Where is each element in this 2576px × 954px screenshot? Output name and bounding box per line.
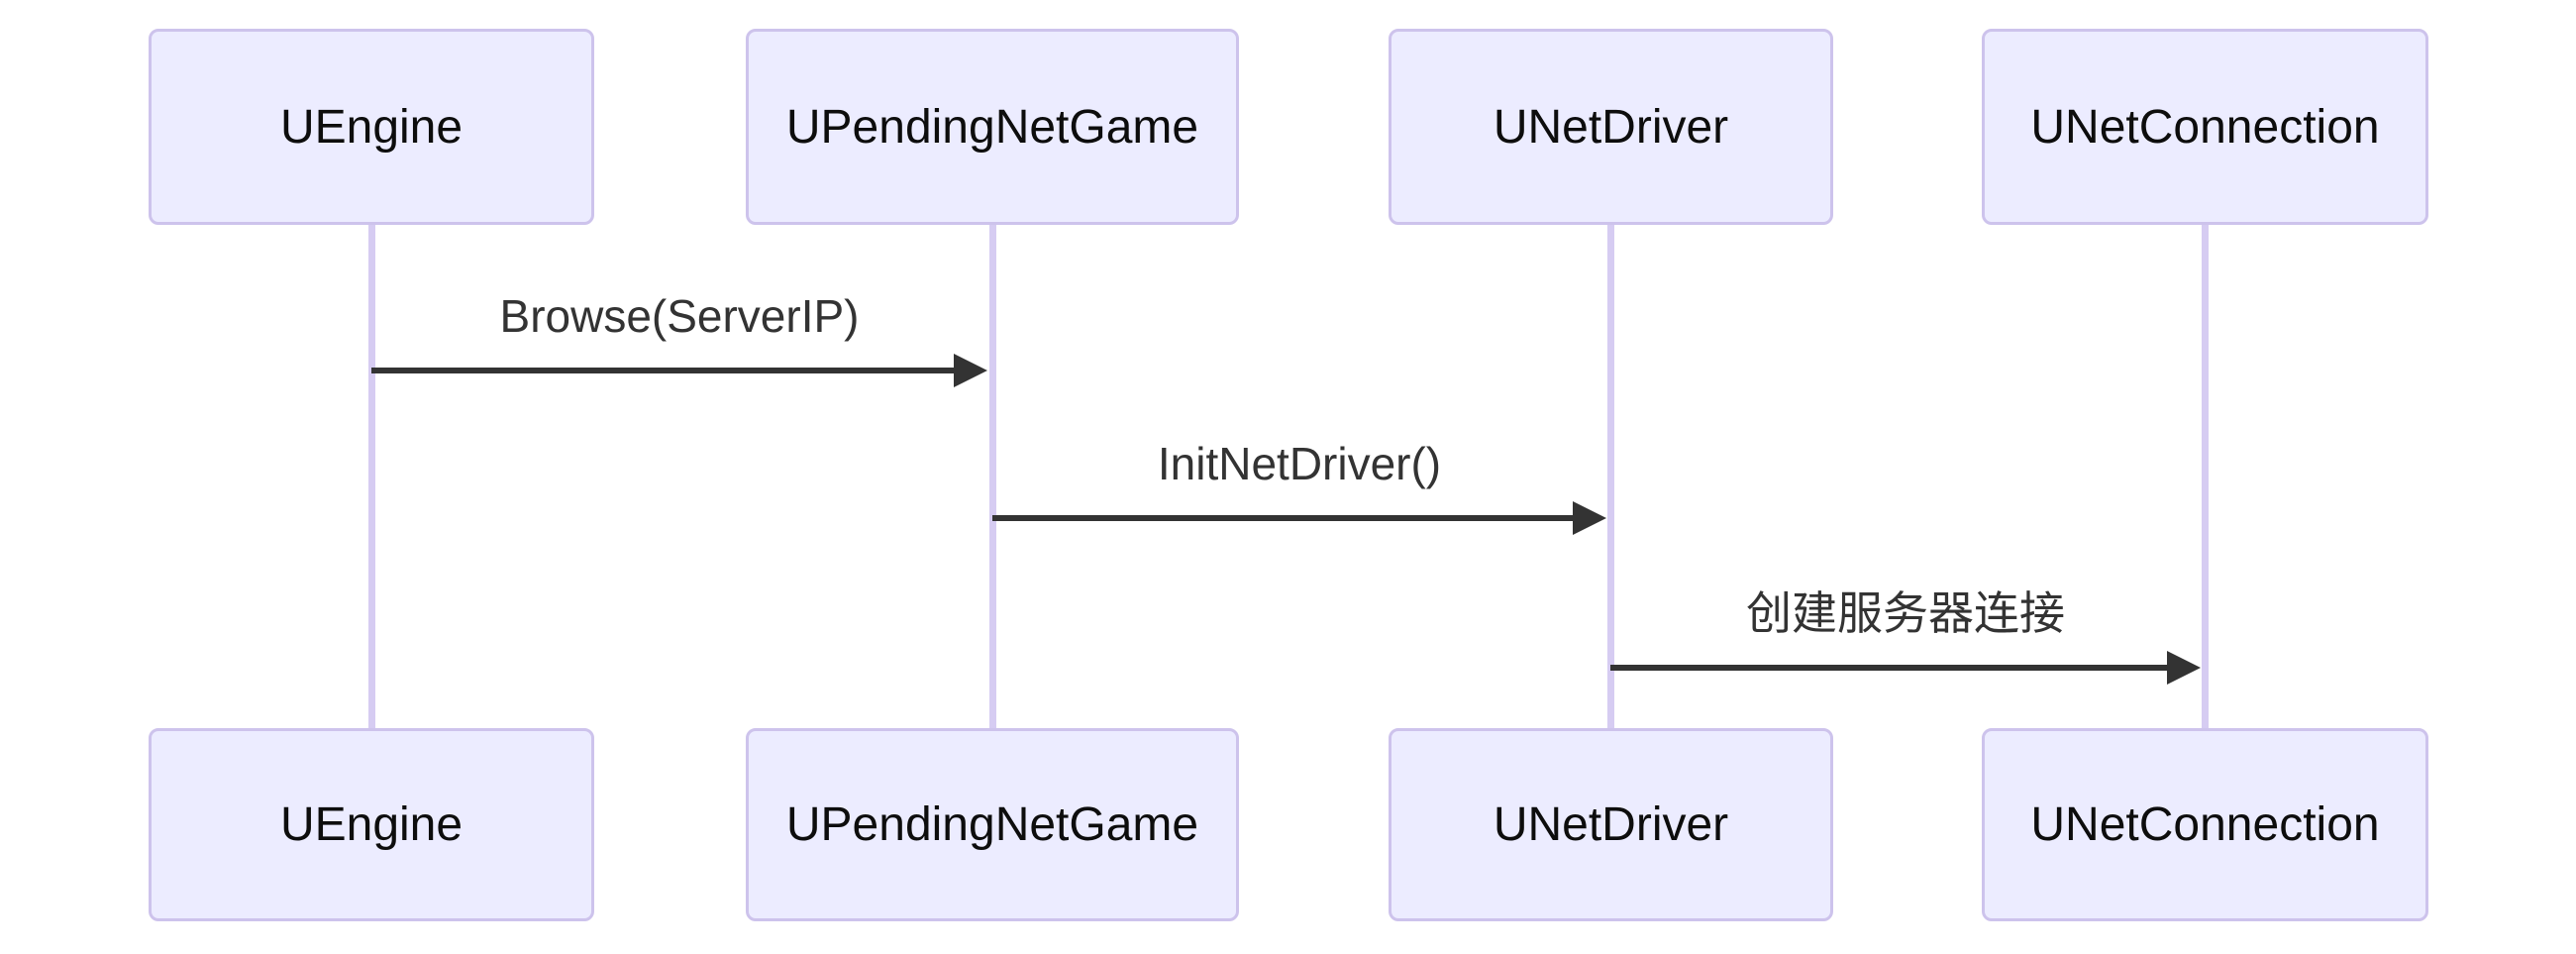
actor-box-uengine-top: UEngine (149, 29, 594, 225)
actor-box-upendingnetgame-top: UPendingNetGame (746, 29, 1239, 225)
actor-label: UNetConnection (2030, 100, 2380, 154)
message-label: 创建服务器连接 (1746, 587, 2065, 639)
actor-box-unetdriver-bottom: UNetDriver (1389, 728, 1833, 921)
actor-label: UPendingNetGame (785, 100, 1199, 154)
message-initnetdriver: InitNetDriver() (992, 412, 1606, 535)
lifeline-upendingnetgame (989, 225, 996, 728)
actor-box-upendingnetgame-bottom: UPendingNetGame (746, 728, 1239, 921)
arrowhead-icon (1573, 501, 1606, 535)
message-line (992, 515, 1579, 521)
lifeline-unetdriver (1607, 225, 1614, 728)
message-browse-serverip: Browse(ServerIP) (371, 265, 987, 387)
actor-label: UNetConnection (2030, 798, 2380, 851)
message-line (1610, 665, 2173, 671)
actor-label: UEngine (279, 100, 464, 154)
arrowhead-icon (2167, 651, 2201, 685)
actor-label: UPendingNetGame (785, 798, 1199, 851)
actor-box-unetconnection-top: UNetConnection (1982, 29, 2428, 225)
actor-box-unetconnection-bottom: UNetConnection (1982, 728, 2428, 921)
message-line (371, 368, 960, 373)
actor-label: UNetDriver (1493, 798, 1729, 851)
actor-box-uengine-bottom: UEngine (149, 728, 594, 921)
arrowhead-icon (954, 354, 987, 387)
message-label: Browse(ServerIP) (499, 290, 860, 342)
lifeline-uengine (368, 225, 375, 728)
actor-label: UEngine (279, 798, 464, 851)
actor-box-unetdriver-top: UNetDriver (1389, 29, 1833, 225)
message-create-server-connection: 创建服务器连接 (1610, 562, 2201, 685)
message-label: InitNetDriver() (1157, 438, 1442, 489)
lifeline-unetconnection (2202, 225, 2209, 728)
actor-label: UNetDriver (1493, 100, 1729, 154)
